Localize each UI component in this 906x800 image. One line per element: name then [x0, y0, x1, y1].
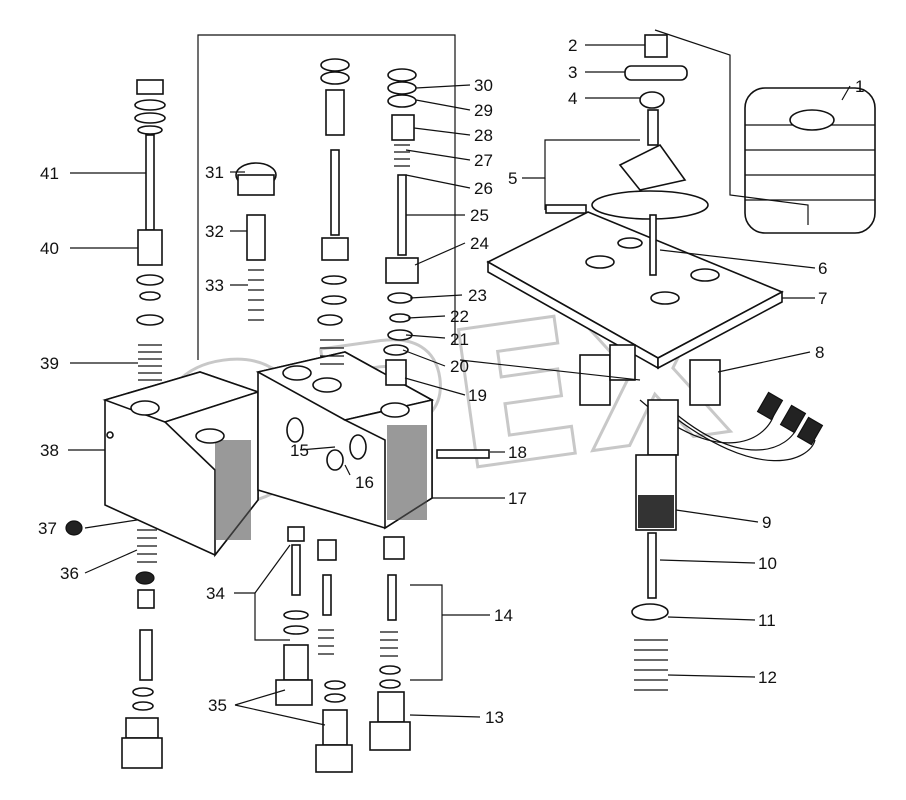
label-10: 10: [758, 554, 777, 573]
label-5: 5: [508, 169, 517, 188]
label-11: 11: [758, 611, 776, 630]
label-28: 28: [474, 126, 493, 145]
label-22: 22: [450, 307, 469, 326]
middle-center-stack: [315, 58, 353, 773]
label-24: 24: [470, 234, 489, 253]
label-18: 18: [508, 443, 527, 462]
label-27: 27: [474, 151, 493, 170]
label-29: 29: [474, 101, 493, 120]
label-37: 37: [38, 519, 57, 538]
label-8: 8: [815, 343, 824, 362]
label-7: 7: [818, 289, 827, 308]
label-32: 32: [205, 222, 224, 241]
label-17: 17: [508, 489, 527, 508]
valve-body-38: [102, 371, 261, 558]
label-20: 20: [450, 357, 469, 376]
right-stack: [369, 68, 490, 751]
label-23: 23: [468, 286, 487, 305]
label-6: 6: [818, 259, 827, 278]
label-40: 40: [40, 239, 59, 258]
label-12: 12: [758, 668, 777, 687]
label-4: 4: [568, 89, 577, 108]
left-stack: [65, 79, 166, 769]
leader-lines: [68, 29, 851, 726]
label-36: 36: [60, 564, 79, 583]
label-39: 39: [40, 354, 59, 373]
pilot-control-assembly: [486, 34, 876, 691]
middle-left-stack: [235, 162, 313, 706]
label-33: 33: [205, 276, 224, 295]
label-14: 14: [494, 606, 513, 625]
label-21: 21: [450, 330, 469, 349]
label-34: 34: [206, 584, 225, 603]
label-25: 25: [470, 206, 489, 225]
label-9: 9: [762, 513, 771, 532]
label-16: 16: [355, 473, 374, 492]
label-19: 19: [468, 386, 487, 405]
label-35: 35: [208, 696, 227, 715]
label-2: 2: [568, 36, 577, 55]
label-1: 1: [855, 77, 864, 96]
label-26: 26: [474, 179, 493, 198]
label-38: 38: [40, 441, 59, 460]
label-31: 31: [205, 163, 224, 182]
valve-body-17: [255, 351, 435, 530]
label-3: 3: [568, 63, 577, 82]
label-15: 15: [290, 441, 309, 460]
part-labels: 1 2 3 4 5 6 7 8 9 10 11 12 13 14 15 16 1…: [38, 36, 864, 727]
label-13: 13: [485, 708, 504, 727]
label-41: 41: [40, 164, 59, 183]
label-30: 30: [474, 76, 493, 95]
